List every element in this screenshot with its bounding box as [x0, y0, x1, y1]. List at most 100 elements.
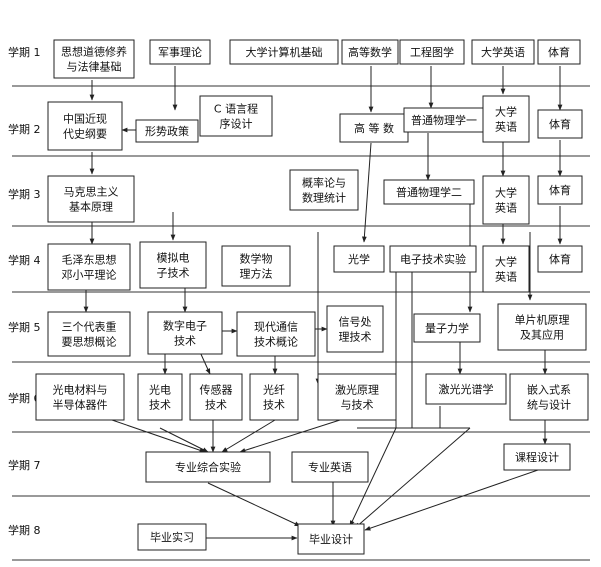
course-label-line: 概率论与 [302, 176, 346, 190]
course-box-frame [425, 373, 507, 405]
course-label-line: 现代通信 [254, 321, 298, 334]
course-label-line: 光纤 [263, 383, 285, 397]
course-label-line: 专业综合实验 [175, 460, 241, 474]
course-box-kecheng-sheji: 课程设计 [503, 443, 571, 471]
course-label-line: 形势政策 [145, 124, 189, 138]
semester-label-6: 学期 6 [8, 391, 41, 405]
semester-label-7: 学期 7 [8, 458, 41, 472]
course-box-tiyu-3: 体育 [537, 175, 583, 205]
course-box-frame [537, 175, 583, 205]
course-box-frame [537, 109, 583, 139]
course-label-line: 与技术 [341, 399, 374, 412]
course-label-line: 英语 [495, 270, 517, 284]
course-box-gaodeng-shu-2: 高 等 数 [339, 113, 409, 143]
course-box-zhuanye-zonghe: 专业综合实验 [145, 451, 271, 483]
semester-label-3: 学期 3 [8, 187, 41, 201]
course-box-frame [229, 39, 339, 65]
course-label-line: 数学物 [240, 252, 273, 266]
course-box-daxue-yingyu-3: 大学英语 [482, 175, 530, 225]
semester-label-4: 学期 4 [8, 253, 41, 267]
course-label-line: 大学 [495, 255, 517, 269]
course-box-frame [137, 373, 183, 421]
course-box-gaodeng-shuxue: 高等数学 [341, 39, 399, 65]
course-box-daxue-yingyu-1: 大学英语 [471, 39, 535, 65]
course-label-line: 理方法 [240, 267, 273, 281]
course-label-line: 军事理论 [158, 45, 202, 59]
course-label-line: 三个代表重 [62, 320, 117, 334]
course-box-frame [471, 39, 535, 65]
course-box-daxue-yingyu-2: 大学英语 [482, 95, 530, 143]
course-label-line: 普通物理学二 [396, 185, 462, 199]
course-label-line: 技术 [205, 399, 227, 412]
course-box-frame [326, 305, 384, 353]
course-box-biye-shixi: 毕业实习 [137, 523, 207, 551]
course-label-line: 代史纲要 [63, 128, 107, 141]
course-label-line: 光学 [348, 252, 370, 266]
course-box-dianzi-shiyan: 电子技术实验 [389, 245, 477, 273]
course-label-line: 量子力学 [425, 321, 469, 335]
course-label-line: 半导体器件 [53, 398, 108, 412]
course-label-line: 中国近现 [63, 113, 107, 126]
course-label-line: 要思想概论 [62, 335, 117, 349]
course-box-frame [503, 443, 571, 471]
course-label-line: 大学 [495, 105, 517, 119]
course-box-frame [291, 451, 369, 483]
course-box-frame [189, 373, 243, 421]
course-label-line: 毕业实习 [150, 530, 194, 544]
course-box-frame [47, 311, 131, 357]
course-label-line: 课程设计 [515, 451, 559, 464]
course-box-biye-sheji: 毕业设计 [297, 523, 365, 555]
course-label-line: 传感器 [200, 384, 233, 397]
course-box-frame [482, 175, 530, 225]
course-label-line: 技术 [174, 335, 196, 348]
course-label-line: 电子技术实验 [400, 252, 466, 266]
course-box-tiyu-4: 体育 [537, 245, 583, 273]
course-label-line: 数理统计 [302, 192, 346, 205]
semester-label-5: 学期 5 [8, 320, 41, 334]
course-box-frame [145, 451, 271, 483]
course-label-line: 嵌入式系 [527, 384, 571, 397]
course-box-frame [389, 245, 477, 273]
course-box-frame [149, 39, 211, 65]
course-box-liangzi-lixue: 量子力学 [413, 313, 481, 343]
course-label-line: 体育 [549, 117, 571, 131]
course-label-line: 技术概论 [254, 335, 298, 349]
course-box-frame [236, 311, 316, 357]
semester-label-1: 学期 1 [8, 45, 41, 59]
course-box-frame [249, 373, 299, 421]
course-box-frame [317, 373, 397, 421]
course-box-zhuanye-yingyu: 专业英语 [291, 451, 369, 483]
course-box-frame [537, 39, 581, 65]
course-box-frame [53, 39, 135, 79]
course-label-line: 马克思主义 [64, 186, 119, 199]
course-box-frame [147, 311, 223, 355]
course-box-frame [509, 373, 589, 421]
course-boxes: 思想道德修养与法律基础军事理论大学计算机基础高等数学工程图学大学英语体育中国近现… [35, 39, 589, 555]
course-label-line: 高 等 数 [354, 121, 394, 135]
semester-labels: 学期 1 学期 2 学期 3 学期 4 学期 5 学期 6 学期 7 学期 8 [8, 45, 41, 537]
course-label-line: 与法律基础 [67, 60, 122, 74]
course-box-frame [47, 175, 135, 223]
course-label-line: 统与设计 [527, 399, 571, 412]
course-label-line: 信号处 [339, 316, 372, 329]
course-label-line: 体育 [549, 183, 571, 197]
course-box-frame [289, 169, 359, 211]
course-label-line: 及其应用 [520, 328, 564, 342]
course-label-line: 激光原理 [335, 383, 379, 397]
course-box-frame [139, 241, 207, 289]
